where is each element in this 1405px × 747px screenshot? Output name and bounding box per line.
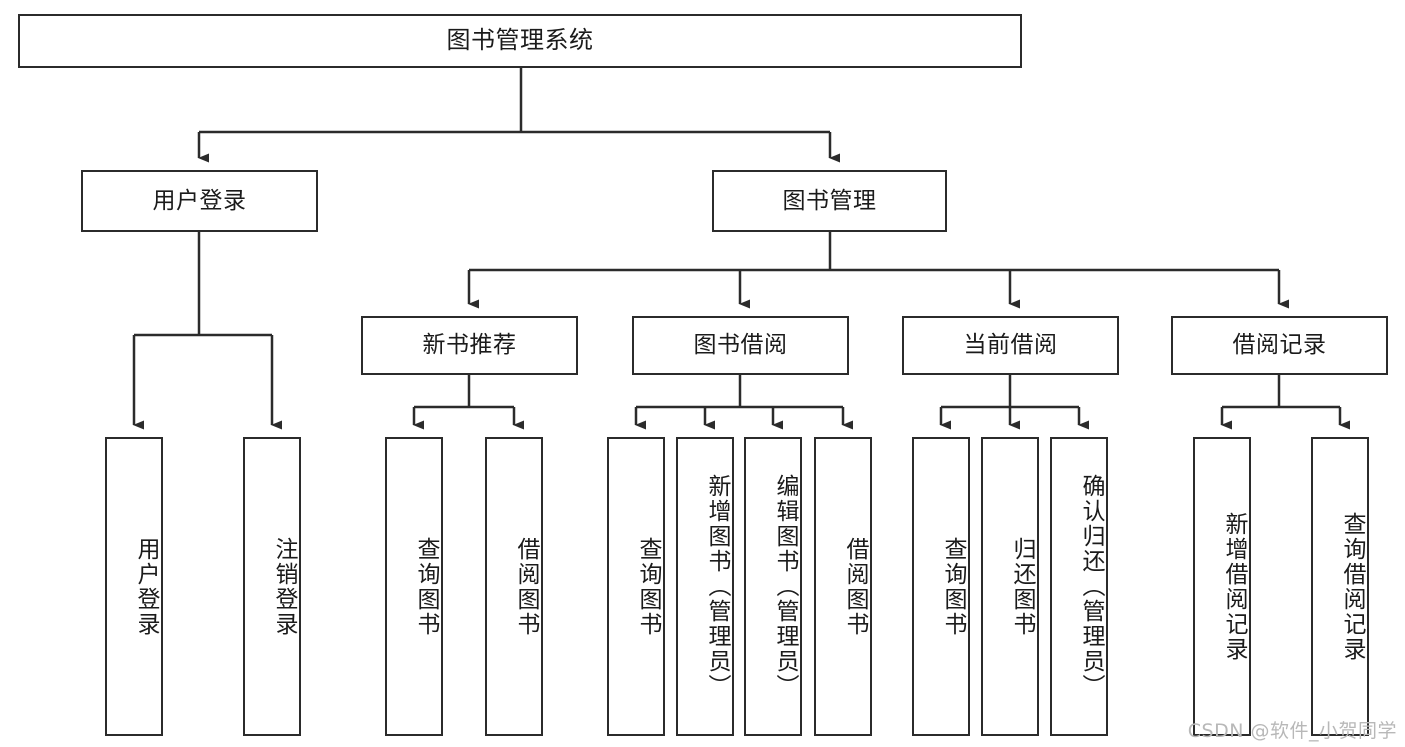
connector-bookborrow-to-leaves	[634, 375, 853, 430]
node-leaf-borrow-book-1[interactable]: 借阅图书	[485, 437, 543, 736]
node-borrow-record[interactable]: 借阅记录	[1171, 316, 1388, 375]
connector-bookmgmt-to-level3	[467, 232, 1289, 309]
node-leaf-query-book-3[interactable]: 查询图书	[912, 437, 970, 736]
node-book-borrow[interactable]: 图书借阅	[632, 316, 849, 375]
node-leaf-query-book-1[interactable]: 查询图书	[385, 437, 443, 736]
node-label: 新增借阅记录	[1221, 511, 1247, 662]
node-book-management[interactable]: 图书管理	[712, 170, 947, 232]
node-label: 编辑图书（管理员）	[772, 474, 798, 699]
node-leaf-edit-book[interactable]: 编辑图书（管理员）	[744, 437, 802, 736]
node-label: 借阅图书	[513, 536, 539, 637]
node-user-login[interactable]: 用户登录	[81, 170, 318, 232]
node-leaf-add-record[interactable]: 新增借阅记录	[1193, 437, 1251, 736]
node-label: 用户登录	[152, 187, 247, 214]
connector-borrowrecord-to-leaves	[1220, 375, 1350, 430]
node-label: 借阅图书	[842, 536, 868, 637]
node-leaf-query-book-2[interactable]: 查询图书	[607, 437, 665, 736]
node-leaf-logout-login[interactable]: 注销登录	[243, 437, 301, 736]
node-new-book-recommend[interactable]: 新书推荐	[361, 316, 578, 375]
connector-userlogin-to-leaves	[132, 232, 282, 430]
node-label: 图书管理	[782, 187, 877, 214]
node-leaf-confirm-return[interactable]: 确认归还（管理员）	[1050, 437, 1108, 736]
connector-currentborrow-to-leaves	[939, 375, 1089, 430]
node-label: 归还图书	[1009, 536, 1035, 637]
node-label: 查询图书	[635, 536, 661, 637]
node-current-borrow[interactable]: 当前借阅	[902, 316, 1119, 375]
node-label: 新书推荐	[422, 332, 517, 359]
node-label: 图书借阅	[693, 332, 788, 359]
node-root-book-management-system[interactable]: 图书管理系统	[18, 14, 1022, 68]
node-label: 注销登录	[271, 536, 297, 637]
node-label: 查询图书	[413, 536, 439, 637]
node-leaf-return-book[interactable]: 归还图书	[981, 437, 1039, 736]
connector-root-to-level2	[197, 68, 840, 163]
node-label: 当前借阅	[963, 332, 1058, 359]
node-label: 用户登录	[133, 536, 159, 637]
node-label: 查询借阅记录	[1339, 511, 1365, 662]
connector-newbook-to-leaves	[412, 375, 524, 430]
node-label: 借阅记录	[1232, 332, 1327, 359]
node-leaf-add-book[interactable]: 新增图书（管理员）	[676, 437, 734, 736]
node-label: 查询图书	[940, 536, 966, 637]
node-label: 新增图书（管理员）	[704, 474, 730, 699]
node-leaf-borrow-book-2[interactable]: 借阅图书	[814, 437, 872, 736]
node-label: 确认归还（管理员）	[1078, 474, 1104, 699]
node-label: 图书管理系统	[446, 26, 594, 55]
node-leaf-query-record[interactable]: 查询借阅记录	[1311, 437, 1369, 736]
node-leaf-user-login[interactable]: 用户登录	[105, 437, 163, 736]
